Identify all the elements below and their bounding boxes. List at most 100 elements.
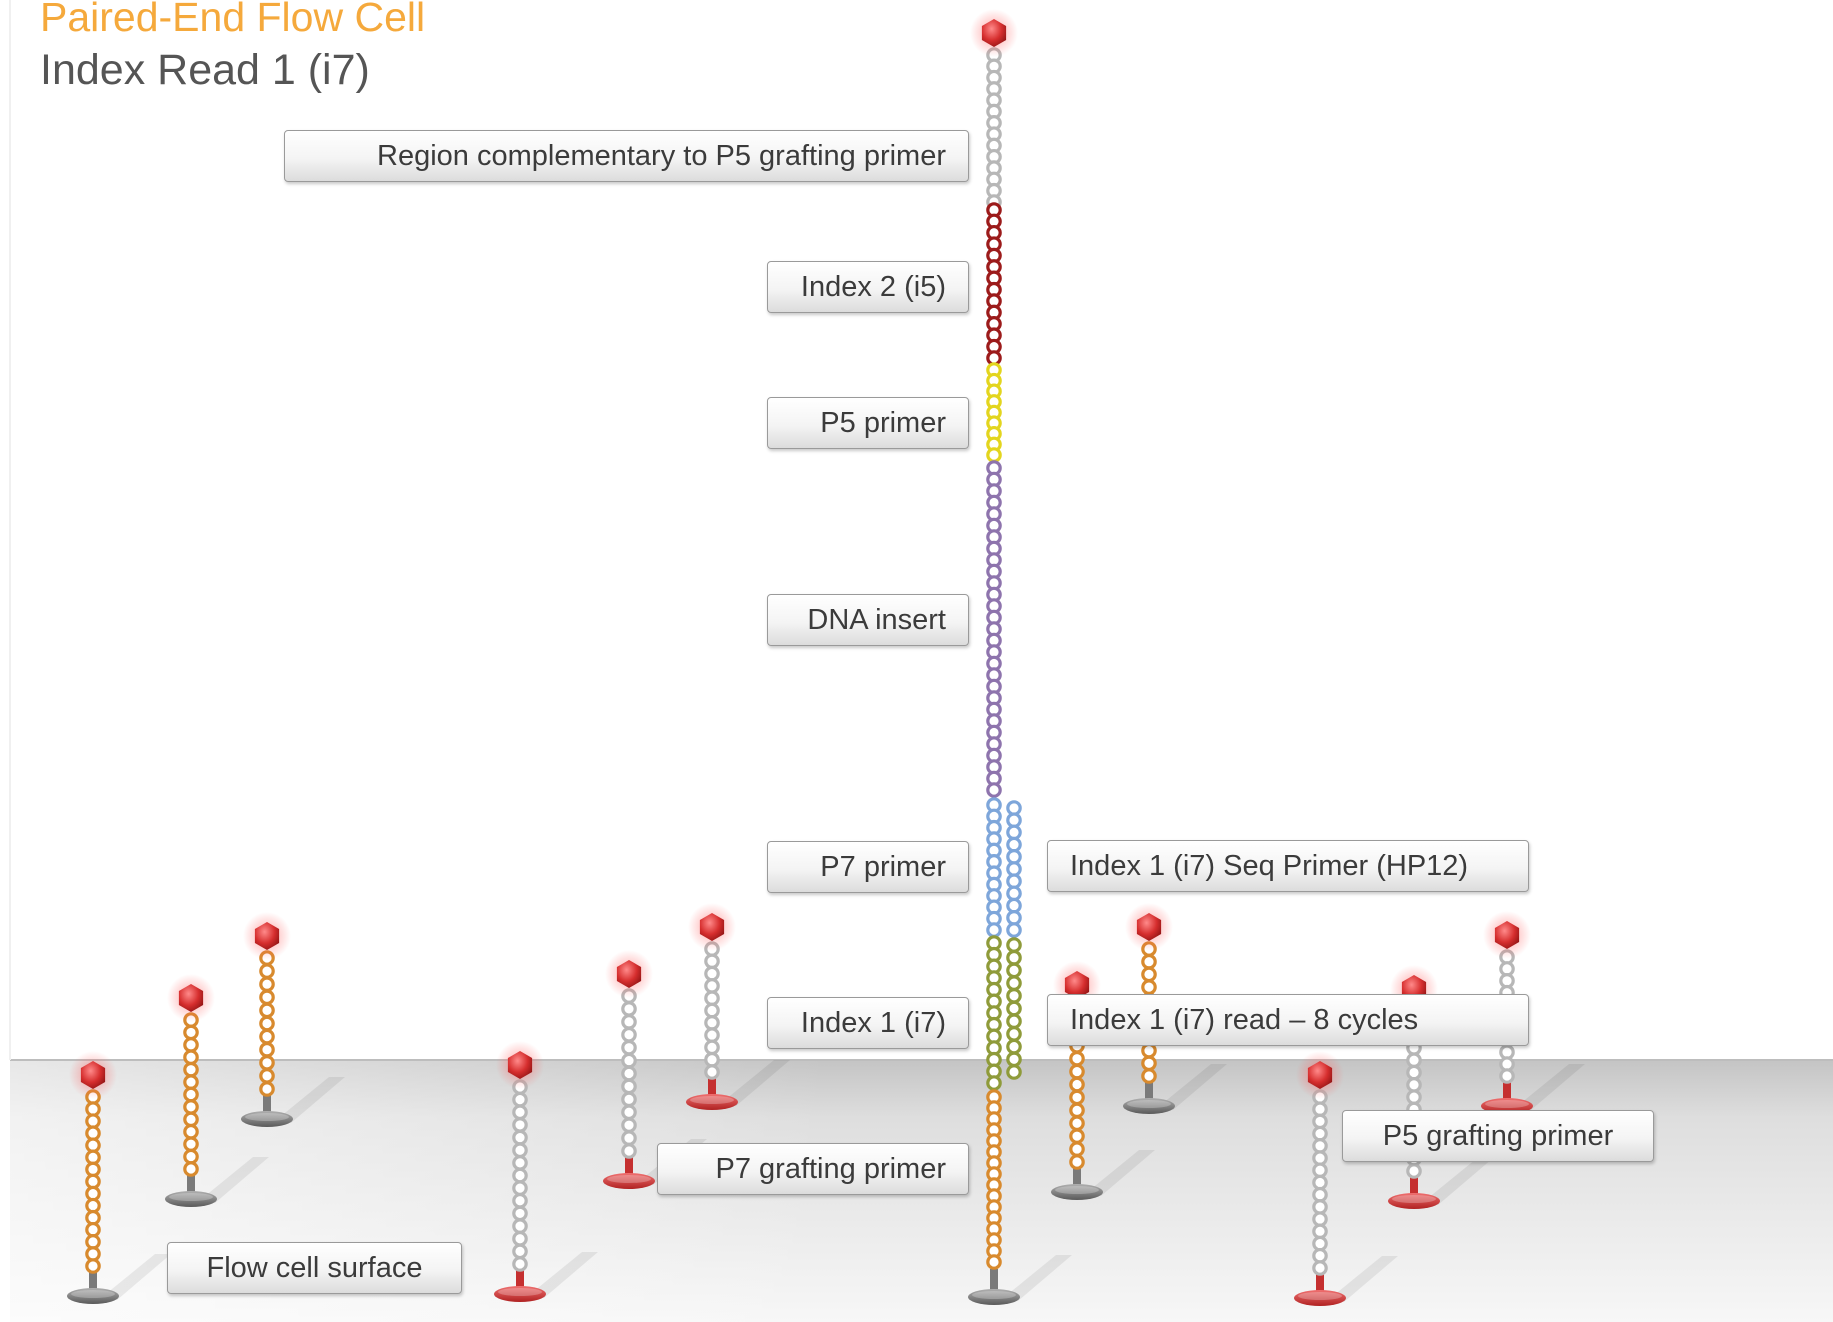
bead-highlight	[990, 835, 995, 839]
bead-highlight	[990, 1181, 995, 1185]
strand-shadow	[275, 1077, 345, 1123]
bead	[1006, 975, 1022, 991]
bead-highlight	[89, 1250, 94, 1254]
bead-highlight	[990, 263, 995, 267]
cap-hexagon	[981, 19, 1007, 47]
bead-highlight	[990, 997, 995, 1002]
base-foot-shine	[607, 1175, 651, 1183]
bead	[1141, 1068, 1157, 1084]
base-foot	[968, 1289, 1020, 1305]
surface-strand-2	[686, 903, 790, 1110]
bead	[183, 1086, 199, 1103]
bead-highlight	[1145, 1059, 1150, 1064]
bead-highlight	[1410, 1093, 1415, 1097]
bead-highlight	[708, 1006, 713, 1011]
cap-hexagon	[507, 1051, 533, 1079]
bead-highlight	[990, 858, 995, 862]
bead	[1141, 966, 1157, 983]
bead-highlight	[990, 740, 995, 744]
bead-highlight	[263, 980, 268, 984]
bead-highlight	[187, 1065, 192, 1070]
bead-highlight	[990, 440, 995, 445]
bead	[1141, 1055, 1157, 1072]
base-foot-shine	[1485, 1100, 1529, 1108]
bead-highlight	[89, 1226, 94, 1230]
bead	[621, 1026, 637, 1043]
label-index2-i5: Index 2 (i5)	[767, 261, 969, 313]
cap-hexagon	[699, 913, 725, 941]
bead-highlight	[89, 1153, 94, 1158]
base-foot-shine	[1392, 1195, 1436, 1203]
base-stem	[187, 1171, 195, 1197]
bead	[512, 1129, 528, 1146]
bead-highlight	[990, 141, 995, 146]
bead	[1006, 824, 1022, 841]
bead-highlight	[990, 1093, 995, 1097]
segment-p7-primer	[986, 797, 1002, 938]
bead	[1006, 909, 1022, 926]
bead-highlight	[1145, 1046, 1150, 1051]
bead	[512, 1192, 528, 1209]
bead-highlight	[990, 751, 995, 756]
bead	[986, 447, 1002, 463]
base-foot	[494, 1286, 546, 1302]
segment-p7-graft	[986, 1089, 1002, 1270]
bead-highlight	[990, 1247, 995, 1251]
bead-highlight	[1503, 988, 1508, 993]
bead	[621, 1065, 637, 1082]
bead	[1006, 897, 1022, 914]
bead-highlight	[89, 1238, 94, 1242]
bead-highlight	[990, 1115, 995, 1119]
bead-highlight	[990, 985, 995, 990]
bead-highlight	[1316, 1142, 1321, 1146]
bead-highlight	[990, 198, 995, 202]
bead	[621, 1052, 637, 1069]
bead	[183, 1136, 199, 1152]
bead-highlight	[990, 451, 995, 455]
base-foot	[1294, 1290, 1346, 1306]
bead	[1312, 1235, 1328, 1252]
bead	[183, 1049, 199, 1066]
bead-highlight	[89, 1141, 94, 1146]
bead-highlight	[187, 1028, 192, 1033]
bead-highlight	[708, 1055, 713, 1060]
base-foot	[603, 1173, 655, 1189]
bead	[1006, 848, 1022, 865]
bead-highlight	[89, 1262, 94, 1266]
base-stem	[1145, 1078, 1153, 1104]
bead-highlight	[1316, 1178, 1321, 1183]
cap-hexagon	[616, 960, 642, 988]
bead-highlight	[516, 1184, 521, 1188]
bead-highlight	[990, 1214, 995, 1218]
bead-highlight	[990, 974, 995, 978]
bead	[1406, 1077, 1422, 1093]
segment-read-column	[1006, 937, 1022, 1080]
strand-shadow	[528, 1252, 598, 1298]
base-foot-shine	[1298, 1292, 1342, 1300]
bead-highlight	[990, 636, 995, 641]
bead-highlight	[89, 1201, 94, 1206]
bead-highlight	[187, 1165, 192, 1169]
bead-highlight	[990, 602, 995, 606]
bead	[1006, 1013, 1022, 1029]
label-p5-grafting-primer: P5 grafting primer	[1342, 1110, 1654, 1162]
bead-highlight	[1503, 1072, 1508, 1076]
bead-highlight	[990, 903, 995, 908]
bead-highlight	[516, 1133, 521, 1138]
bead	[1141, 979, 1157, 995]
bead-highlight	[990, 1032, 995, 1037]
bead-highlight	[187, 1103, 192, 1107]
bead	[1141, 1042, 1157, 1059]
bead	[704, 978, 720, 994]
bead	[1006, 987, 1022, 1004]
bead-highlight	[187, 1078, 192, 1082]
base-foot-shine	[1127, 1100, 1171, 1108]
bead	[259, 1081, 275, 1097]
bead-highlight	[1010, 901, 1015, 906]
bead-highlight	[516, 1197, 521, 1201]
bead-highlight	[990, 408, 995, 413]
base-foot-shine	[169, 1193, 213, 1201]
bead-highlight	[187, 1041, 192, 1045]
main-strand	[968, 9, 1072, 1305]
bead-highlight	[990, 1192, 995, 1196]
